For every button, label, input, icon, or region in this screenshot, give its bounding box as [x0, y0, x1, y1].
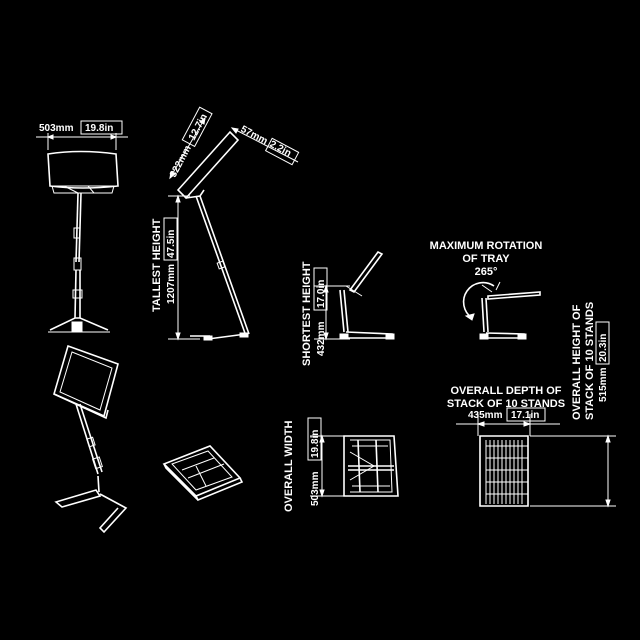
stack-depth-title-line2: STACK OF 10 STANDS [447, 398, 565, 410]
tallest-height-in-label: 47.5in [166, 230, 177, 258]
front-view-stand: 503mm 19.8in [36, 120, 128, 333]
stack-depth-mm-label: 435mm [468, 410, 503, 421]
rotation-title-line2: OF TRAY [462, 253, 510, 265]
rotation-view: MAXIMUM ROTATION OF TRAY 265° [430, 240, 543, 340]
stack-depth-title-line1: OVERALL DEPTH OF [450, 385, 561, 397]
stack-height-mm-label: 515mm [598, 367, 609, 402]
stack-height-title-line1: OVERALL HEIGHT OF [571, 304, 583, 420]
rotation-title-line1: MAXIMUM ROTATION [430, 240, 543, 252]
overall-width-in-label: 19.8in [310, 430, 321, 458]
rotation-angle-label: 265° [475, 266, 498, 278]
folded-view-stand [162, 445, 244, 502]
top-width-mm-label: 503mm [39, 123, 74, 134]
stack-height-title-line2: STACK OF 10 STANDS [584, 302, 596, 420]
shortest-height-title: SHORTEST HEIGHT [301, 261, 313, 366]
tallest-height-mm-label: 1207mm [166, 264, 177, 304]
top-width-in-label: 19.8in [85, 123, 113, 134]
overall-width-title: OVERALL WIDTH [283, 420, 295, 512]
tallest-height-title: TALLEST HEIGHT [151, 218, 163, 312]
shortest-height-in-label: 17.0in [316, 280, 327, 308]
top-view-stand: OVERALL WIDTH 503mm 19.8in [283, 417, 399, 512]
shortest-height-mm-label: 432mm [316, 321, 327, 356]
overall-width-mm-label: 503mm [310, 471, 321, 506]
stack-height-in-label: 20.3in [598, 334, 609, 362]
stack-view: OVERALL DEPTH OF STACK OF 10 STANDS 435m… [447, 302, 616, 508]
side-view-shortest: SHORTEST HEIGHT 432mm 17.0in [301, 250, 395, 366]
stack-depth-in-label: 17.1in [511, 410, 539, 421]
perspective-view-stand [53, 344, 128, 534]
